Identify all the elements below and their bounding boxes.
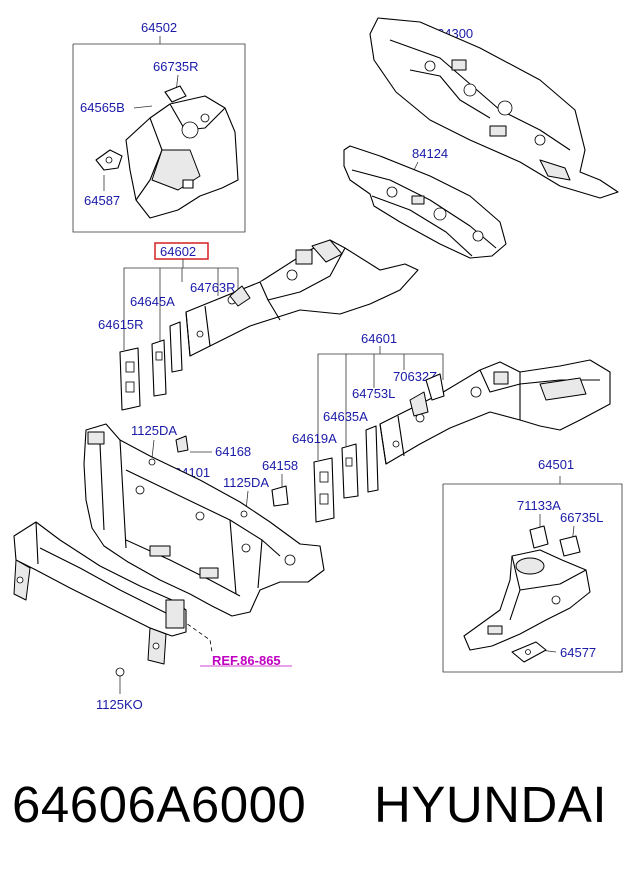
- label-64635A[interactable]: 64635A: [323, 409, 368, 424]
- label-64645A[interactable]: 64645A: [130, 294, 175, 309]
- label-64501[interactable]: 64501: [538, 457, 574, 472]
- side-member-lh-part: [379, 359, 611, 465]
- label-64602[interactable]: 64602: [160, 244, 196, 259]
- label-71133A[interactable]: 71133A: [517, 498, 561, 513]
- reference-86-865[interactable]: REF.86-865: [212, 653, 281, 668]
- front-apron-lh-part: [463, 525, 591, 663]
- label-1125DA-lower[interactable]: 1125DA: [223, 475, 269, 490]
- brand-text: HYUNDAI: [374, 776, 608, 833]
- group-64502: 64502 66735R 64565B 64587: [72, 20, 246, 233]
- label-64587[interactable]: 64587: [84, 193, 120, 208]
- label-66735L[interactable]: 66735L: [560, 510, 603, 525]
- label-64158[interactable]: 64158: [262, 458, 298, 473]
- label-64763R[interactable]: 64763R: [190, 280, 236, 295]
- dash-panel-part: [369, 17, 619, 199]
- highlight-box-64602: [154, 242, 209, 260]
- bracket-64763R-part: [169, 321, 183, 373]
- label-64502[interactable]: 64502: [141, 20, 177, 35]
- side-member-rh-part: [185, 239, 419, 357]
- front-crash-beam-part: [13, 521, 187, 677]
- label-64619A[interactable]: 64619A: [292, 431, 337, 446]
- group-64300: 64300: [369, 17, 619, 199]
- bracket-64619A-part: [313, 457, 335, 523]
- label-64168[interactable]: 64168: [215, 444, 251, 459]
- bracket-64645A-part: [151, 339, 167, 397]
- label-1125KO[interactable]: 1125KO: [96, 697, 143, 712]
- label-64601[interactable]: 64601: [361, 331, 397, 346]
- group-64601: 64601 70632Z 64753L 64635A 64619A: [292, 331, 611, 523]
- bracket-64635A-part: [341, 443, 359, 499]
- group-64101: 1125DA 64168 64101 64158 1125DA REF.86-8…: [13, 423, 325, 712]
- label-64577[interactable]: 64577: [560, 645, 596, 660]
- group-64501: 64501 71133A 66735L 64577: [442, 457, 623, 673]
- radiator-support-part: [83, 423, 325, 617]
- cowl-panel-part: [343, 145, 507, 259]
- label-64615R[interactable]: 64615R: [98, 317, 144, 332]
- bracket-64615R-part: [119, 347, 141, 411]
- label-64753L[interactable]: 64753L: [352, 386, 395, 401]
- parts-diagram: 64502 66735R 64565B 64587 64300: [13, 17, 623, 712]
- bracket-64753L-part: [365, 425, 379, 493]
- label-64565B[interactable]: 64565B: [80, 100, 125, 115]
- front-apron-upper-part: [95, 85, 239, 219]
- group-84124: 84124: [343, 145, 507, 259]
- label-1125DA-upper[interactable]: 1125DA: [131, 423, 177, 438]
- label-84124[interactable]: 84124: [412, 146, 448, 161]
- label-66735R[interactable]: 66735R: [153, 59, 199, 74]
- part-number-text: 64606A6000: [12, 776, 307, 833]
- group-64602: 64602 64763R 64645A 64615R: [98, 239, 419, 411]
